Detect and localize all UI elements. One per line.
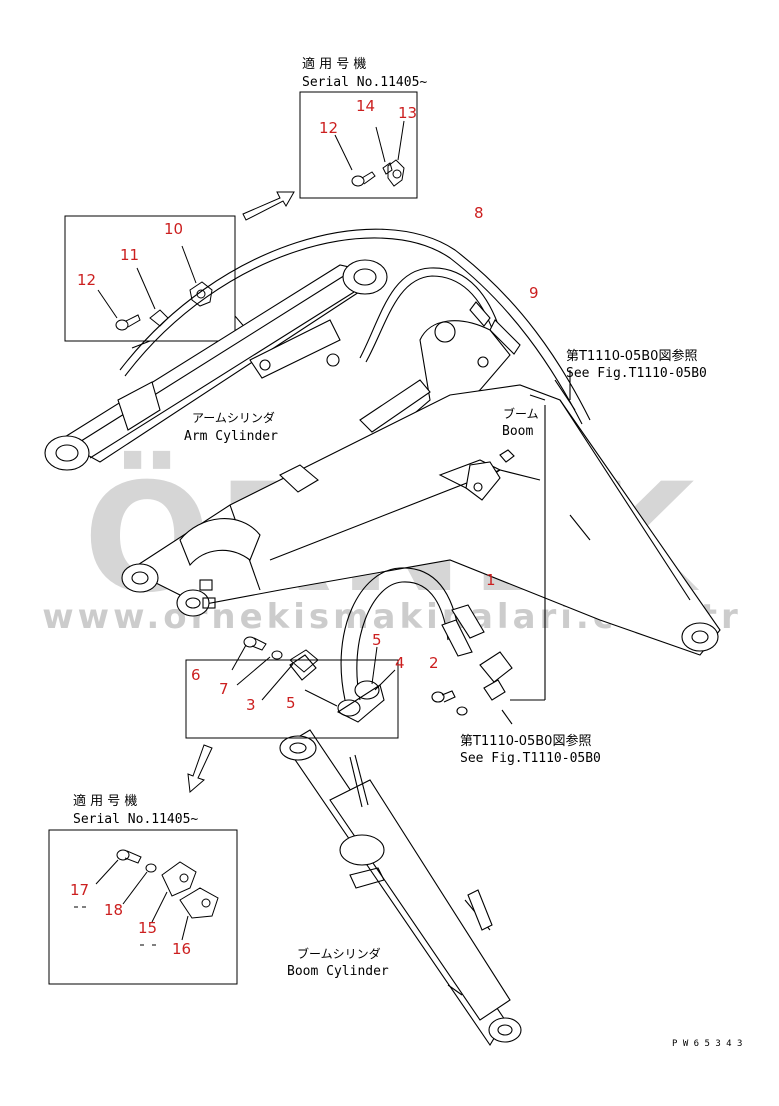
callout-5-upper: 5 [372, 631, 382, 649]
callout-4: 4 [395, 654, 405, 672]
top-inset-serial: Serial No.11405~ [302, 75, 427, 90]
bolt-part-icon [116, 849, 142, 864]
callout-9: 9 [529, 284, 539, 302]
callout-10: 10 [164, 220, 183, 238]
arrow-icon [242, 191, 295, 221]
top-inset [299, 91, 418, 199]
middle-inset [185, 636, 399, 739]
bolt-part-icon [115, 314, 141, 331]
callout-5-lower: 5 [286, 694, 296, 712]
arm-cylinder-drawing [44, 259, 388, 471]
bottom-inset-serial: Serial No.11405~ [73, 812, 198, 827]
reference-1-jp: 第T1110-05B0図参照 [566, 348, 697, 364]
clamp-part-icon [161, 861, 219, 919]
clamp-part-icon [382, 159, 405, 187]
callout-2: 2 [429, 654, 439, 672]
callout-15: 15 [138, 919, 157, 937]
boom-label-jp: ブーム [503, 406, 539, 421]
bolt-part-icon [243, 636, 267, 651]
bolt-part-icon [351, 171, 376, 187]
bottom-inset-jp: 適 用 号 機 [73, 793, 137, 809]
callouts: 14 13 12 8 10 11 12 9 1 5 4 2 6 7 3 5 17… [70, 97, 539, 958]
drawing-number: P W 6 5 3 4 3 [672, 1039, 742, 1049]
callout-14: 14 [356, 97, 375, 115]
reference-2-en: See Fig.T1110-05B0 [460, 751, 601, 766]
middle-inset-box [185, 659, 399, 739]
top-inset-box [299, 91, 418, 199]
callout-13: 13 [398, 104, 417, 122]
arm-cylinder-label-jp: アームシリンダ [192, 410, 275, 425]
bottom-inset-box [48, 829, 238, 985]
reference-2-jp: 第T1110-05B0図参照 [460, 733, 591, 749]
callout-11: 11 [120, 246, 139, 264]
callout-8: 8 [474, 204, 484, 222]
callout-12-top: 12 [319, 119, 338, 137]
callout-12-left: 12 [77, 271, 96, 289]
callout-18: 18 [104, 901, 123, 919]
reference-1-en: See Fig.T1110-05B0 [566, 366, 707, 381]
callout-7: 7 [219, 680, 229, 698]
callout-3: 3 [246, 696, 256, 714]
boom-cylinder-label-jp: ブームシリンダ [297, 946, 381, 961]
clamp-part-icon [149, 281, 213, 327]
arm-cylinder-label-en: Arm Cylinder [184, 429, 278, 444]
hose-8-drawing [119, 228, 591, 421]
boom-cylinder-label-en: Boom Cylinder [287, 964, 389, 979]
callout-17: 17 [70, 881, 89, 899]
bottom-inset [48, 829, 238, 985]
assembly-drawing [44, 228, 721, 1047]
callout-1: 1 [486, 571, 496, 589]
callout-16: 16 [172, 940, 191, 958]
arrow-icon [187, 744, 213, 793]
boom-label-en: Boom [502, 424, 533, 439]
top-inset-jp: 適 用 号 機 [302, 56, 366, 72]
callout-6: 6 [191, 666, 201, 684]
